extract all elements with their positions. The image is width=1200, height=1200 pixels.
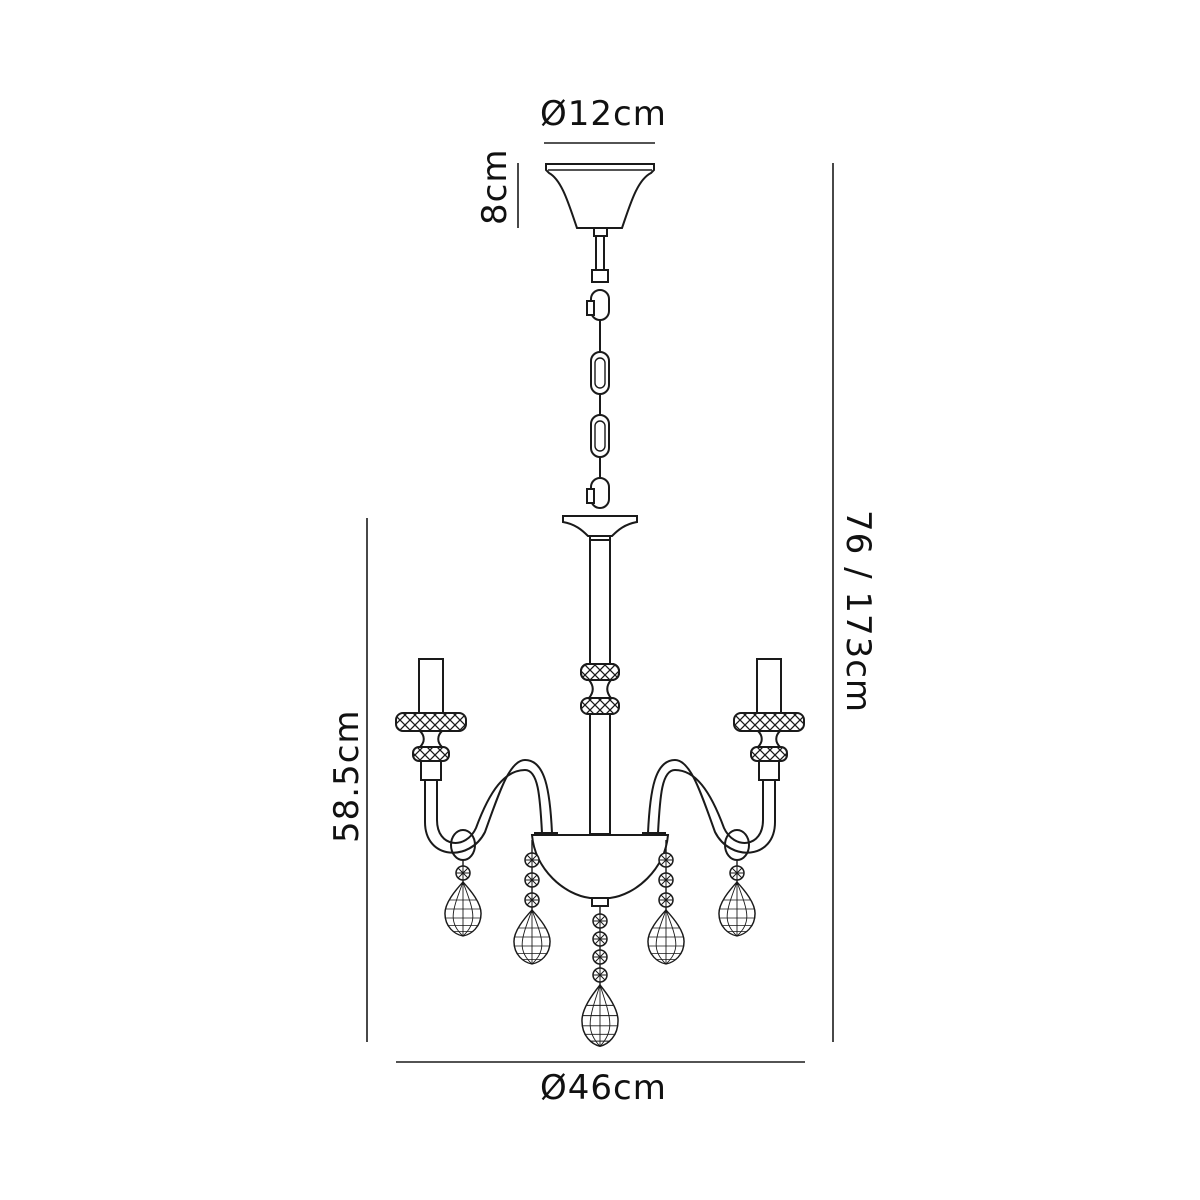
- dimension-lines: [366, 142, 834, 1063]
- drop-center: [581, 906, 619, 1047]
- suspension-chain: [586, 289, 610, 509]
- left-candle: [395, 658, 467, 781]
- drop-far-left: [444, 860, 482, 937]
- label-overall-diameter: Ø46cm: [540, 1068, 667, 1108]
- right-candle: [733, 658, 805, 781]
- drop-right: [647, 840, 685, 965]
- drop-far-right: [718, 860, 756, 937]
- label-body-height: 58.5cm: [327, 709, 367, 843]
- drop-left: [513, 840, 551, 965]
- center-bowl: [530, 834, 670, 907]
- ceiling-canopy: [545, 163, 655, 283]
- label-canopy-height: 8cm: [475, 148, 515, 225]
- label-overall-height: 76 / 173cm: [838, 510, 878, 714]
- central-stem: [562, 515, 638, 835]
- label-canopy-diameter: Ø12cm: [540, 94, 667, 134]
